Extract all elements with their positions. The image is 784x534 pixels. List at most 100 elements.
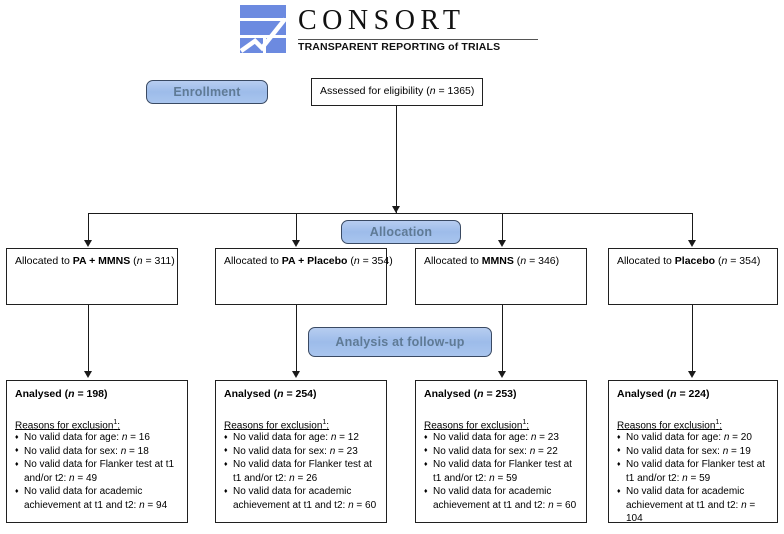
allocated-2-n-italic: n <box>353 255 360 267</box>
consort-logo: CONSORT TRANSPARENT REPORTING of TRIALS <box>238 4 544 56</box>
arrow-alloc-3-down-icon <box>498 240 506 247</box>
list-item: No valid data for Flanker test at t1 and… <box>424 458 580 485</box>
analysed-2-head-post: = 254) <box>283 388 317 400</box>
connector-alloc-1-to-analysis <box>88 305 89 373</box>
analysed-3-head-pre: Analysed ( <box>424 388 478 400</box>
list-item: No valid data for age: n = 20 <box>617 431 771 445</box>
reason-text-post: = 60 <box>353 499 377 511</box>
arrow-alloc-2-down-icon <box>292 240 300 247</box>
analysed-1-head-pre: Analysed ( <box>15 388 69 400</box>
analysed-1-footnote-marker: 1 <box>113 419 118 426</box>
reason-text-pre: No valid data for Flanker test at t1 and… <box>233 459 372 484</box>
analysed-2-head: Analysed (n = 254) <box>224 388 317 401</box>
arrow-analysis-2-down-icon <box>292 371 300 378</box>
reason-text-pre: No valid data for age: <box>24 432 122 443</box>
reason-n-italic: n <box>723 432 730 443</box>
connector-alloc-3-to-analysis <box>502 305 503 373</box>
list-item: No valid data for sex: n = 19 <box>617 444 771 459</box>
allocated-1-paren-open: ( <box>130 255 137 267</box>
reason-text-post: = 94 <box>144 499 168 511</box>
allocated-4-text: Allocated to Placebo (n = 354) <box>617 255 771 268</box>
allocated-3-paren-open: ( <box>513 255 521 267</box>
allocated-2-paren-open: ( <box>347 255 354 267</box>
list-item: No valid data for age: n = 12 <box>224 431 380 445</box>
allocated-3-group: MMNS <box>481 255 514 267</box>
analysed-4-reasons-label: Reasons for exclusion1: <box>617 416 722 432</box>
reason-text-post: = 19 <box>728 445 751 457</box>
analysed-4-reason-list: No valid data for age: n = 20 No valid d… <box>617 431 771 526</box>
analysed-3-head-italic: n <box>477 388 484 400</box>
allocated-1-pre: Allocated to <box>15 255 73 267</box>
box-allocated-2: Allocated to PA + Placebo (n = 354) <box>215 248 393 305</box>
reason-n-italic: n <box>722 445 729 457</box>
analysed-4-reasons-text: Reasons for exclusion <box>617 420 716 432</box>
reason-text-pre: No valid data for age: <box>233 432 331 443</box>
analysed-3-reasons-label: Reasons for exclusion1: <box>424 416 529 432</box>
reason-n-italic: n <box>121 432 128 443</box>
reason-n-italic: n <box>741 499 747 511</box>
reason-text-pre: No valid data for academic achievement a… <box>626 486 745 511</box>
arrow-alloc-1-down-icon <box>84 240 92 247</box>
list-item: No valid data for age: n = 16 <box>15 431 181 445</box>
reason-n-italic: n <box>530 432 537 443</box>
allocated-2-text: Allocated to PA + Placebo (n = 354) <box>224 255 393 268</box>
reason-text-post: = 23 <box>335 445 358 457</box>
allocated-4-group: Placebo <box>674 255 716 267</box>
stage-label-enrollment: Enrollment <box>173 85 241 99</box>
list-item: No valid data for age: n = 23 <box>424 431 580 445</box>
reason-n-italic: n <box>529 445 536 457</box>
reason-text-pre: No valid data for Flanker test at t1 and… <box>626 459 765 484</box>
analysed-4-footnote-marker: 1 <box>715 419 720 426</box>
connector-eligibility-to-bar <box>396 106 397 213</box>
box-assessed-for-eligibility: Assessed for eligibility (n = 1365) <box>311 78 483 106</box>
allocated-3-paren-close: = 346) <box>526 255 560 267</box>
box-analysed-3: Analysed (n = 253) Reasons for exclusion… <box>415 380 587 523</box>
tagline-pre: TRANSPARENT REPORTING <box>298 41 449 53</box>
assessed-text-post: = 1365) <box>435 85 475 97</box>
connector-allocation-bar <box>88 213 692 214</box>
reason-n-italic: n <box>289 472 295 484</box>
list-item: No valid data for Flanker test at t1 and… <box>617 458 771 485</box>
list-item: No valid data for sex: n = 22 <box>424 444 580 459</box>
box-analysed-1: Analysed (n = 198) Reasons for exclusion… <box>6 380 188 523</box>
assessed-n-italic: n <box>429 85 436 97</box>
allocated-3-text: Allocated to MMNS (n = 346) <box>424 255 580 268</box>
box-analysed-4: Analysed (n = 224) Reasons for exclusion… <box>608 380 778 526</box>
allocated-1-text: Allocated to PA + MMNS (n = 311) <box>15 255 175 268</box>
allocated-1-n-italic: n <box>136 255 143 267</box>
reason-text-pre: No valid data for sex: <box>24 445 121 457</box>
reason-text-post: = 23 <box>536 432 559 443</box>
box-allocated-1: Allocated to PA + MMNS (n = 311) <box>6 248 178 305</box>
logo-divider <box>298 39 538 40</box>
assessed-text: Assessed for eligibility (n = 1365) <box>320 85 476 98</box>
reason-text-post: = 26 <box>294 472 318 484</box>
reason-text-pre: No valid data for academic achievement a… <box>24 486 143 511</box>
connector-bar-to-alloc-3 <box>502 213 503 241</box>
arrow-analysis-4-down-icon <box>688 371 696 378</box>
analysed-2-head-pre: Analysed ( <box>224 388 278 400</box>
reason-n-italic: n <box>682 472 688 484</box>
tagline-of: of <box>448 41 459 53</box>
reason-text-pre: No valid data for academic achievement a… <box>233 486 352 511</box>
list-item: No valid data for academic achievement a… <box>224 485 380 512</box>
connector-bar-to-alloc-2 <box>296 213 297 241</box>
analysed-2-head-italic: n <box>277 388 284 400</box>
reason-text-pre: No valid data for age: <box>626 432 724 443</box>
consort-tagline: TRANSPARENT REPORTING of TRIALS <box>298 41 548 54</box>
stage-pill-allocation: Allocation <box>341 220 461 244</box>
reason-text-pre: No valid data for age: <box>433 432 531 443</box>
arrow-eligibility-down-icon <box>392 206 400 213</box>
list-item: No valid data for sex: n = 18 <box>15 444 181 459</box>
arrow-alloc-4-down-icon <box>688 240 696 247</box>
allocated-4-pre: Allocated to <box>617 255 675 267</box>
analysed-3-head-post: = 253) <box>483 388 517 400</box>
analysed-1-head: Analysed (n = 198) <box>15 388 108 401</box>
analysed-2-reasons-text: Reasons for exclusion <box>224 420 323 432</box>
reason-n-italic: n <box>120 445 127 457</box>
analysed-3-footnote-marker: 1 <box>522 419 527 426</box>
reason-text-pre: No valid data for academic achievement a… <box>433 486 552 511</box>
allocated-4-paren-open: ( <box>715 255 722 267</box>
list-item: No valid data for academic achievement a… <box>424 485 580 512</box>
reason-n-italic: n <box>348 499 354 511</box>
